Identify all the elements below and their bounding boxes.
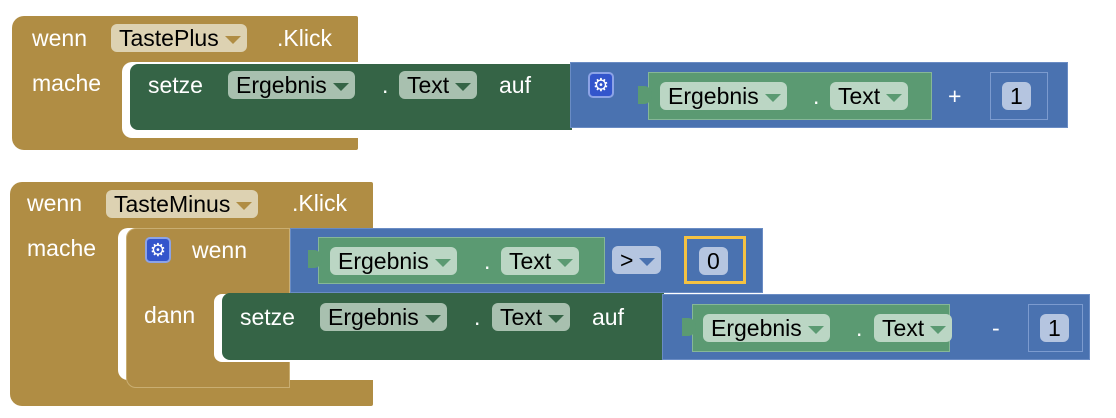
number-block[interactable] [1028,304,1083,352]
do-label: mache [27,235,97,261]
event-prefix: wenn [32,25,87,51]
event-name: .Klick [277,25,332,51]
chevron-down-icon [886,93,903,102]
then-label: dann [144,302,196,328]
chevron-down-icon [332,82,349,91]
operator-label: - [992,315,1000,341]
get-property-dropdown[interactable]: Text [830,82,909,110]
chevron-down-icon [236,201,253,210]
dot-separator: . [484,248,491,274]
set-component-label: Ergebnis [328,304,419,330]
puzzle-tab [682,318,696,336]
puzzle-tab [638,86,652,104]
get-property-dropdown[interactable]: Text [874,314,953,342]
to-label: auf [592,304,624,330]
chevron-down-icon [557,258,574,267]
compare-operator-label: > [620,247,634,273]
gear-icon[interactable]: ⚙ [588,72,614,98]
chevron-down-icon [455,82,472,91]
set-component-dropdown[interactable]: Ergebnis [228,71,355,99]
chevron-down-icon [224,35,241,44]
component-label: TasteMinus [114,191,231,217]
set-component-label: Ergebnis [236,72,327,98]
chevron-down-icon [764,93,781,102]
do-label: mache [32,70,102,96]
chevron-down-icon [434,258,451,267]
cmp-component-dropdown[interactable]: Ergebnis [330,247,457,275]
operator-label: + [948,83,962,109]
cmp-component-label: Ergebnis [338,248,429,274]
component-label: TastePlus [119,25,219,51]
cmp-property-label: Text [509,248,552,274]
chevron-down-icon [807,325,824,334]
get-property-label: Text [838,83,881,109]
component-dropdown[interactable]: TastePlus [111,24,247,52]
to-label: auf [499,72,531,98]
get-component-dropdown[interactable]: Ergebnis [703,314,830,342]
if-label: wenn [192,237,247,263]
number-block[interactable] [990,72,1048,120]
puzzle-tab [308,250,322,268]
number-field[interactable]: 0 [699,247,728,275]
chevron-down-icon [639,257,656,266]
get-component-label: Ergebnis [668,83,759,109]
chevron-down-icon [930,325,947,334]
compare-operator-dropdown[interactable]: > [612,246,662,274]
get-component-label: Ergebnis [711,315,802,341]
number-field[interactable]: 1 [1040,314,1069,342]
gear-icon[interactable]: ⚙ [145,237,171,263]
dot-separator: . [382,72,389,98]
set-property-dropdown[interactable]: Text [399,71,478,99]
event-prefix: wenn [27,190,82,216]
chevron-down-icon [424,314,441,323]
set-label: setze [240,304,295,330]
get-property-label: Text [882,315,925,341]
set-property-dropdown[interactable]: Text [492,303,571,331]
dot-separator: . [856,315,863,341]
set-property-label: Text [500,304,543,330]
set-property-label: Text [407,72,450,98]
set-label: setze [148,72,203,98]
number-field[interactable]: 1 [1002,82,1031,110]
cmp-property-dropdown[interactable]: Text [501,247,580,275]
component-dropdown[interactable]: TasteMinus [106,190,259,218]
chevron-down-icon [548,314,565,323]
set-component-dropdown[interactable]: Ergebnis [320,303,447,331]
dot-separator: . [474,304,481,330]
event-name: .Klick [292,190,347,216]
dot-separator: . [813,83,820,109]
get-component-dropdown[interactable]: Ergebnis [660,82,787,110]
